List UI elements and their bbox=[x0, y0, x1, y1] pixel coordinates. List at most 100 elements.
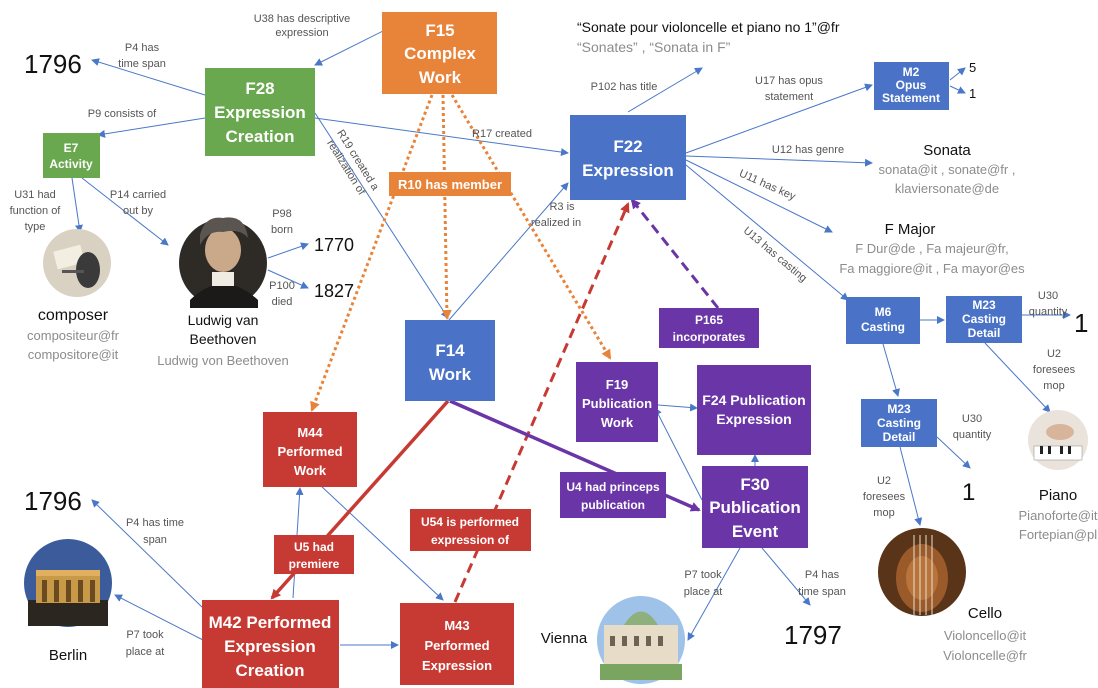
label-p7b-1: P7 took bbox=[684, 569, 722, 581]
label-p4b-2: span bbox=[143, 534, 167, 546]
edge-p7-berlin bbox=[114, 594, 204, 641]
label-p165-2: incorporates bbox=[673, 330, 746, 344]
node-m6[interactable]: M6 Casting bbox=[846, 297, 920, 344]
node-f24-line1: F24 Publication bbox=[702, 392, 805, 408]
node-f28-line3: Creation bbox=[226, 127, 295, 146]
node-m23-casting-detail-b[interactable]: M23 Casting Detail bbox=[861, 399, 937, 447]
label-p4a-1: P4 has bbox=[125, 42, 160, 54]
node-m23-casting-detail-a[interactable]: M23 Casting Detail bbox=[946, 296, 1022, 343]
literal-cello-sub1: Violoncello@it bbox=[944, 628, 1027, 643]
edge-p9 bbox=[97, 117, 206, 138]
literal-genre: Sonata bbox=[923, 142, 971, 159]
literal-key-sub2: Fa maggiore@it , Fa mayor@es bbox=[839, 261, 1025, 276]
node-f30[interactable]: F30 Publication Event bbox=[702, 466, 808, 548]
node-m42[interactable]: M42 Performed Expression Creation bbox=[202, 600, 339, 688]
node-e7[interactable]: E7 Activity bbox=[43, 133, 100, 178]
label-p14-1: P14 carried bbox=[110, 189, 166, 201]
node-e7-line1: E7 bbox=[64, 141, 79, 155]
edge-u31 bbox=[71, 177, 83, 233]
literal-title-fr: “Sonate pour violoncelle et piano no 1”@… bbox=[577, 19, 840, 35]
label-u2b-1: U2 bbox=[877, 475, 891, 487]
literal-opus-1: 1 bbox=[969, 86, 976, 101]
node-f22[interactable]: F22 Expression bbox=[570, 115, 686, 200]
edge-m6-m23b bbox=[882, 343, 900, 397]
label-r17: R17 created bbox=[472, 128, 532, 140]
label-box-u4: U4 had princeps publication bbox=[560, 472, 666, 518]
edge-u13 bbox=[685, 164, 849, 301]
node-m2-line2: Opus bbox=[896, 78, 927, 92]
label-u54-1: U54 is performed bbox=[421, 515, 519, 529]
edge-p98 bbox=[267, 242, 309, 259]
label-p9: P9 consists of bbox=[88, 108, 157, 120]
label-p7a-2: place at bbox=[126, 646, 165, 658]
label-u2b-3: mop bbox=[873, 507, 894, 519]
label-u30b-1: U30 bbox=[962, 413, 982, 425]
label-p4c-1: P4 has bbox=[805, 569, 840, 581]
node-m2-line1: M2 bbox=[903, 65, 920, 79]
node-f19[interactable]: F19 Publication Work bbox=[576, 362, 658, 442]
literal-composer-sub1: compositeur@fr bbox=[27, 328, 120, 343]
node-m43-line1: M43 bbox=[444, 618, 469, 633]
literal-year-bottom: 1796 bbox=[24, 486, 82, 516]
literal-quantity-1a: 1 bbox=[1074, 308, 1088, 338]
literal-cello: Cello bbox=[968, 605, 1002, 622]
label-p4b-1: P4 has time bbox=[126, 517, 184, 529]
label-p7a-1: P7 took bbox=[126, 629, 164, 641]
edge-r10-center bbox=[441, 94, 452, 320]
node-m43-line2: Performed bbox=[424, 638, 489, 653]
label-u31-2: function of bbox=[10, 205, 62, 217]
berlin-photo bbox=[24, 539, 112, 627]
literal-ludwig-sub: Ludwig von Beethoven bbox=[157, 353, 289, 368]
cello-photo bbox=[878, 528, 966, 616]
literal-ludwig-1: Ludwig van bbox=[188, 312, 259, 328]
edge-m23-u2 bbox=[984, 342, 1051, 413]
edge-r3 bbox=[448, 182, 569, 321]
node-f22-line1: F22 bbox=[613, 137, 642, 156]
node-m44-line1: M44 bbox=[297, 425, 323, 440]
node-m23a-line3: Detail bbox=[968, 326, 1001, 340]
piano-photo bbox=[1028, 410, 1088, 470]
label-p98-1: P98 bbox=[272, 208, 292, 220]
node-f14[interactable]: F14 Work bbox=[405, 320, 495, 401]
edge-f30-f19 bbox=[654, 407, 703, 501]
node-f22-line2: Expression bbox=[582, 161, 674, 180]
label-u4-1: U4 had princeps bbox=[566, 480, 660, 494]
label-p4c-2: time span bbox=[798, 586, 846, 598]
label-u31-1: U31 had bbox=[14, 189, 56, 201]
label-u30b-2: quantity bbox=[953, 429, 992, 441]
literal-piano: Piano bbox=[1039, 487, 1077, 504]
edge-p165 bbox=[630, 198, 720, 309]
literal-cello-sub2: Violoncelle@fr bbox=[943, 648, 1027, 663]
label-u2b-2: foresees bbox=[863, 491, 906, 503]
node-m23b-line3: Detail bbox=[883, 430, 916, 444]
node-f19-line1: F19 bbox=[606, 377, 628, 392]
node-m44-line2: Performed bbox=[277, 444, 342, 459]
label-u2a-3: mop bbox=[1043, 380, 1064, 392]
literal-key: F Major bbox=[885, 221, 936, 238]
label-p165-1: P165 bbox=[695, 313, 723, 327]
node-m2[interactable]: M2 Opus Statement bbox=[874, 62, 949, 110]
literal-born: 1770 bbox=[314, 235, 354, 255]
node-f15-line1: F15 bbox=[425, 21, 454, 40]
literal-vienna: Vienna bbox=[541, 630, 588, 647]
label-p100-2: died bbox=[272, 296, 293, 308]
label-box-r10: R10 has member bbox=[389, 172, 511, 196]
node-m43[interactable]: M43 Performed Expression bbox=[400, 603, 514, 685]
label-u2a-2: foresees bbox=[1033, 364, 1076, 376]
label-p14-2: out by bbox=[123, 205, 153, 217]
node-m23a-line2: Casting bbox=[962, 312, 1006, 326]
node-f15[interactable]: F15 Complex Work bbox=[382, 12, 497, 94]
edge-f28-f22 bbox=[314, 117, 569, 157]
label-u54-2: expression of bbox=[431, 533, 510, 547]
node-m23b-line1: M23 bbox=[887, 402, 911, 416]
node-f28[interactable]: F28 Expression Creation bbox=[205, 68, 315, 156]
node-f19-line2: Publication bbox=[582, 396, 652, 411]
literal-quantity-1b: 1 bbox=[962, 479, 975, 506]
node-m44-line3: Work bbox=[294, 463, 327, 478]
edge-u38 bbox=[314, 29, 386, 66]
node-f30-line2: Publication bbox=[709, 498, 801, 517]
label-u2a-1: U2 bbox=[1047, 348, 1061, 360]
node-m2-line3: Statement bbox=[882, 91, 940, 105]
node-f24[interactable]: F24 Publication Expression bbox=[697, 365, 811, 455]
node-m44[interactable]: M44 Performed Work bbox=[263, 412, 357, 487]
